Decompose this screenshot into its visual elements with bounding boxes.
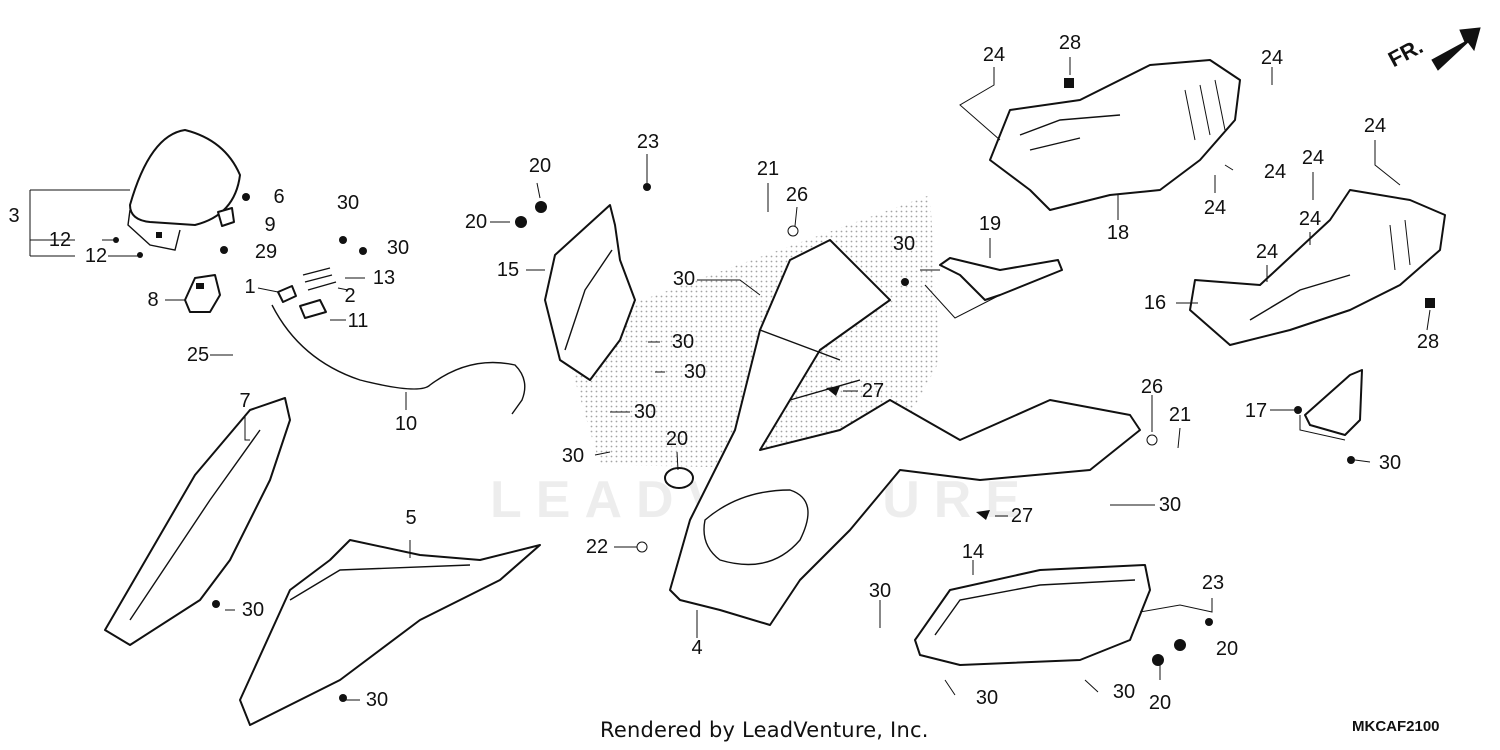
small-clips xyxy=(113,193,250,258)
callout-2: 2 xyxy=(344,285,356,307)
seat-cable xyxy=(271,304,526,415)
small-bracket-part xyxy=(1294,369,1363,464)
callout-30: 30 xyxy=(1112,681,1136,703)
washer-26a xyxy=(787,225,799,237)
callout-30: 30 xyxy=(1158,494,1182,516)
footer-credit: Rendered by LeadVenture, Inc. xyxy=(600,718,929,742)
callout-28: 28 xyxy=(1416,331,1440,353)
callout-24: 24 xyxy=(982,44,1006,66)
callout-23: 23 xyxy=(1201,572,1225,594)
callout-25: 25 xyxy=(186,344,210,366)
callout-22: 22 xyxy=(585,536,609,558)
callout-18: 18 xyxy=(1106,222,1130,244)
callout-24: 24 xyxy=(1301,147,1325,169)
callout-29: 29 xyxy=(254,241,278,263)
inner-panel-part xyxy=(515,183,651,381)
callout-24: 24 xyxy=(1255,241,1279,263)
callout-30: 30 xyxy=(671,331,695,353)
callout-30: 30 xyxy=(365,689,389,711)
callout-20: 20 xyxy=(464,211,488,233)
floor-cover-part xyxy=(239,539,541,726)
callout-9: 9 xyxy=(264,214,276,236)
callout-14: 14 xyxy=(961,541,985,563)
callout-30: 30 xyxy=(386,237,410,259)
side-cover-left-part xyxy=(104,397,291,646)
callout-16: 16 xyxy=(1143,292,1167,314)
callout-12: 12 xyxy=(48,229,72,251)
callout-17: 17 xyxy=(1244,400,1268,422)
clip-27a xyxy=(826,386,840,396)
diagram-code: MKCAF2100 xyxy=(1352,718,1440,735)
callout-23: 23 xyxy=(636,131,660,153)
callout-6: 6 xyxy=(273,186,285,208)
callout-30: 30 xyxy=(633,401,657,423)
callout-21: 21 xyxy=(756,158,780,180)
callout-30: 30 xyxy=(561,445,585,467)
callout-30: 30 xyxy=(892,233,916,255)
inner-fender-rear-part xyxy=(989,59,1241,211)
callout-20: 20 xyxy=(528,155,552,177)
callout-28: 28 xyxy=(1058,32,1082,54)
callout-24: 24 xyxy=(1260,47,1284,69)
callout-24: 24 xyxy=(1363,115,1387,137)
washer-26b xyxy=(1146,434,1158,446)
callout-30: 30 xyxy=(1378,452,1402,474)
callout-30: 30 xyxy=(241,599,265,621)
callout-5: 5 xyxy=(405,507,417,529)
callout-8: 8 xyxy=(147,289,159,311)
callout-30: 30 xyxy=(868,580,892,602)
front-direction-arrow xyxy=(1431,27,1481,71)
callout-13: 13 xyxy=(372,267,396,289)
callout-10: 10 xyxy=(394,413,418,435)
callout-30: 30 xyxy=(336,192,360,214)
callout-3: 3 xyxy=(8,205,20,227)
callout-30: 30 xyxy=(672,268,696,290)
callout-11: 11 xyxy=(347,310,369,332)
callout-30: 30 xyxy=(975,687,999,709)
spring-assembly xyxy=(277,236,367,319)
seat-cover-part xyxy=(127,129,241,251)
callout-26: 26 xyxy=(785,184,809,206)
callout-1: 1 xyxy=(244,276,256,298)
callout-12: 12 xyxy=(84,245,108,267)
lock-bracket-part xyxy=(184,274,221,313)
callout-30: 30 xyxy=(683,361,707,383)
callout-27: 27 xyxy=(1010,505,1034,527)
side-cover-right-part xyxy=(914,564,1213,666)
callout-27: 27 xyxy=(861,380,885,402)
callout-26: 26 xyxy=(1140,376,1164,398)
callout-4: 4 xyxy=(691,637,703,659)
clip-27b xyxy=(976,510,990,520)
callout-20: 20 xyxy=(1215,638,1239,660)
rod-bracket-part xyxy=(901,257,1063,301)
callout-21: 21 xyxy=(1168,404,1192,426)
callout-24: 24 xyxy=(1298,208,1322,230)
inner-fender-front-part xyxy=(1189,189,1446,346)
callout-7: 7 xyxy=(239,390,251,412)
callout-24: 24 xyxy=(1263,161,1287,183)
callout-15: 15 xyxy=(496,259,520,281)
leader-lines xyxy=(29,57,1431,701)
callout-20: 20 xyxy=(665,428,689,450)
main-body-part xyxy=(636,239,1141,626)
callout-24: 24 xyxy=(1203,197,1227,219)
callout-20: 20 xyxy=(1148,692,1172,714)
callout-19: 19 xyxy=(978,213,1002,235)
